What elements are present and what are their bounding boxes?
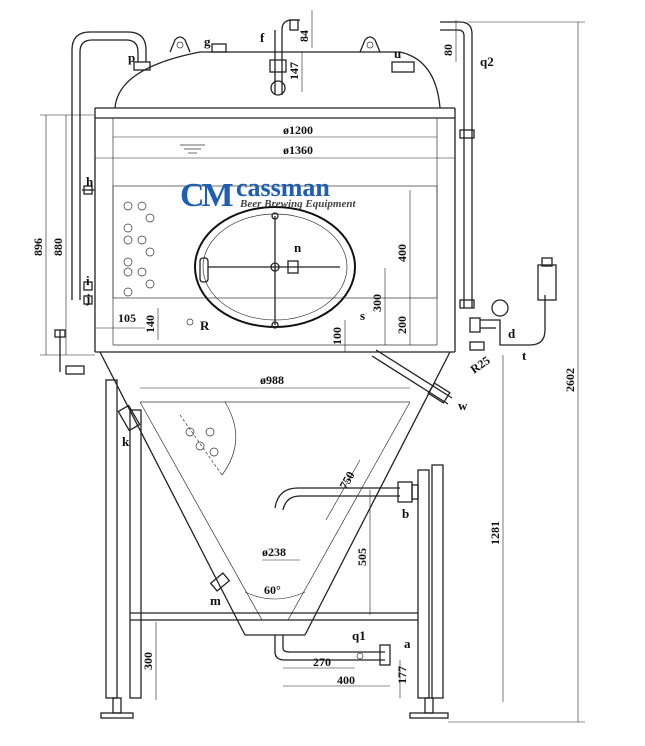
- dim-80: 80: [441, 44, 455, 56]
- label-p: p: [128, 50, 135, 65]
- dim-d1360: ø1360: [283, 143, 313, 157]
- label-i: i: [86, 273, 90, 288]
- label-n: n: [294, 240, 302, 255]
- left-pipework: [54, 31, 151, 375]
- label-k: k: [122, 434, 130, 449]
- dim-1281: 1281: [488, 521, 502, 545]
- label-w: w: [458, 398, 468, 413]
- port-labels: a b d f g h i j k m n p q1 q2 R s t u w: [85, 30, 527, 651]
- dim-147: 147: [287, 62, 301, 80]
- flange-symbols: [123, 201, 219, 457]
- dim-400-door: 400: [395, 244, 409, 262]
- right-fittings: [469, 257, 557, 351]
- dim-896: 896: [31, 238, 45, 256]
- dim-2602: 2602: [563, 368, 577, 392]
- label-d: d: [508, 326, 516, 341]
- dim-d238: ø238: [262, 545, 286, 559]
- cone-left-outer: [99, 351, 246, 636]
- label-m: m: [210, 593, 221, 608]
- dim-100: 100: [330, 327, 344, 345]
- dim-300-door: 300: [370, 294, 384, 312]
- tank-cone: [99, 351, 451, 636]
- label-s: s: [360, 308, 365, 323]
- spunding-pipe: [480, 295, 546, 346]
- label-u: u: [394, 46, 401, 61]
- logo-tagline: Beer Brewing Equipment: [239, 198, 356, 210]
- leg-right-outer: [417, 469, 430, 699]
- label-q2: q2: [480, 54, 494, 69]
- dim-d1200: ø1200: [283, 123, 313, 137]
- cone-right-outer: [304, 351, 451, 636]
- dim-177: 177: [395, 666, 409, 684]
- dome-top: [114, 51, 441, 109]
- dim-200-door: 200: [395, 316, 409, 334]
- dim-300-leg: 300: [141, 652, 155, 670]
- pressure-gauge: [491, 299, 509, 317]
- leg-left-outer: [105, 379, 118, 699]
- foot-right: [409, 712, 449, 719]
- brand-logo: CM cassman Beer Brewing Equipment: [180, 173, 356, 214]
- dim-505: 505: [355, 548, 369, 566]
- manway-outer: [194, 206, 356, 328]
- dim-angle: 60°: [264, 583, 281, 597]
- dim-84: 84: [297, 30, 311, 42]
- label-t: t: [522, 348, 527, 363]
- side-manway: [194, 206, 356, 329]
- dim-140: 140: [143, 315, 157, 333]
- dim-400-bottom: 400: [337, 673, 355, 687]
- top-fittings: [169, 19, 475, 309]
- foot-left: [100, 712, 134, 719]
- dim-radius: R25: [468, 353, 493, 376]
- label-b: b: [402, 506, 409, 521]
- spunding-valve: [537, 264, 557, 301]
- label-g: g: [204, 34, 211, 49]
- dim-270: 270: [313, 655, 331, 669]
- right-vent-pipe: [440, 21, 473, 308]
- cip-arm-pipe: [71, 31, 147, 300]
- support-frame: [100, 379, 449, 719]
- cone-fittings: [117, 349, 453, 666]
- dimension-lines: [40, 10, 585, 723]
- label-h: h: [86, 174, 94, 189]
- label-q1: q1: [352, 628, 366, 643]
- label-r: R: [200, 318, 210, 333]
- dim-d988: ø988: [260, 373, 284, 387]
- logo-name: cassman: [236, 173, 330, 202]
- logo-mark: CM: [180, 177, 234, 214]
- dim-105: 105: [118, 311, 136, 325]
- dim-880: 880: [51, 238, 65, 256]
- label-j: j: [85, 291, 90, 306]
- label-f: f: [260, 30, 265, 45]
- label-a: a: [404, 636, 411, 651]
